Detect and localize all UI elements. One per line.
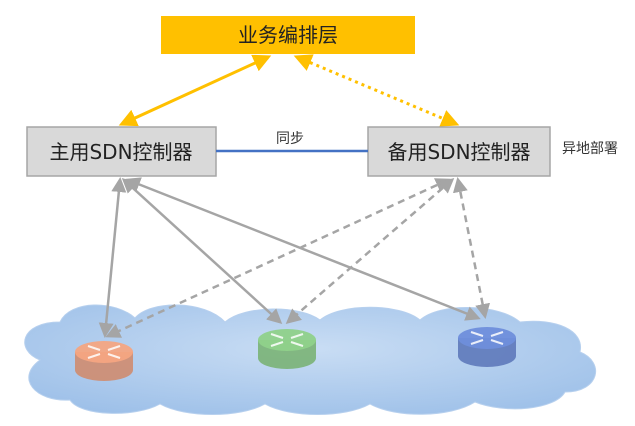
backup-controller-label: 备用SDN控制器 [387,140,530,164]
router-icon [458,327,516,367]
orchestration-layer-rect [161,16,415,54]
primary-to-router-middle-link [121,177,283,325]
primary-to-router-right-link [125,177,481,321]
orchestration-to-backup-link [293,54,460,127]
backup-controller-box: 备用SDN控制器 [367,126,551,177]
backup-links [105,177,491,338]
orchestration-layer-label: 业务编排层 [238,23,338,47]
primary-controller-rect [26,126,217,177]
backup-to-router-right-link [452,177,491,319]
sync-label: 同步 [276,131,304,147]
router-right [458,327,516,367]
orchestration-to-primary-link [118,54,272,127]
remote-deploy-label: 异地部署 [562,141,618,157]
router-left [75,341,133,381]
orchestration-layer-box: 业务编排层 [161,16,415,54]
primary-controller-box: 主用SDN控制器 [26,126,217,177]
router-middle [258,329,316,369]
routers [75,327,516,381]
backup-controller-rect [367,126,551,177]
backup-to-router-middle-link [285,178,455,324]
primary-controller-label: 主用SDN控制器 [49,140,192,164]
router-icon [258,329,316,369]
router-icon [75,341,133,381]
